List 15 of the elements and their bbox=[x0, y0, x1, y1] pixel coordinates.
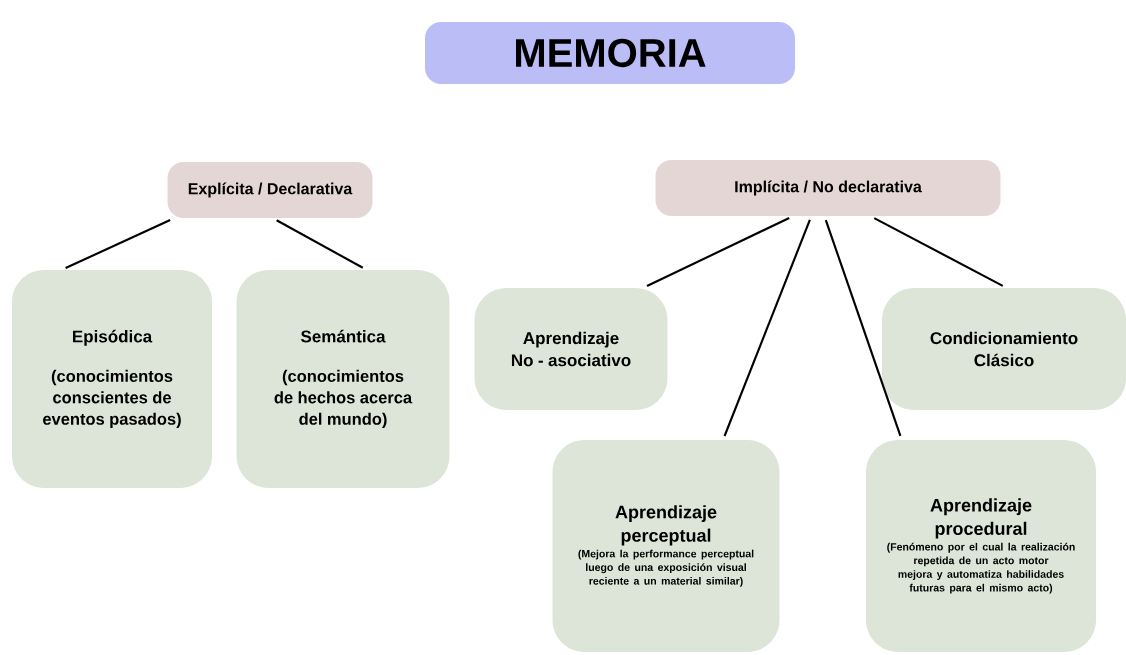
concept-box: Condicionamiento Clásico bbox=[882, 288, 1126, 410]
concept-box: Aprendizaje perceptual (Mejora la performance perceptual luego de una exposición visual reciente a un material similar) bbox=[552, 440, 780, 652]
category-box: Explícita / Declarativa bbox=[167, 162, 373, 218]
title-box: MEMORIA bbox=[425, 22, 795, 84]
concept-box: Aprendizaje procedural (Fenómeno por el cual la realización repetida de un acto motor mejora y automatiza habilidades futuras para el mismo acto) bbox=[866, 440, 1096, 652]
connector-line bbox=[65, 218, 171, 269]
connector-line bbox=[276, 219, 364, 269]
connector-line bbox=[723, 219, 811, 437]
category-box: Implícita / No declarativa bbox=[655, 160, 1001, 216]
concept-box: Semántica (conocimientos de hechos acerca del mundo) bbox=[236, 270, 450, 488]
concept-box: Aprendizaje No - asociativo bbox=[474, 288, 668, 410]
connector-line bbox=[873, 217, 1004, 287]
concept-box: Episódica (conocimientos conscientes de eventos pasados) bbox=[12, 270, 212, 488]
connector-line bbox=[824, 219, 902, 437]
connector-line bbox=[646, 217, 790, 287]
